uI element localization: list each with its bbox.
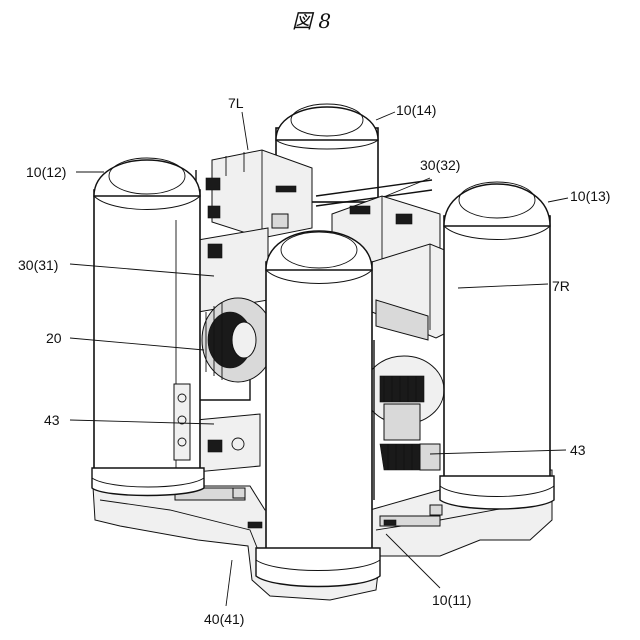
cylinder-10-11: [256, 231, 380, 587]
label-43-right: 43: [570, 442, 586, 458]
label-30-32: 30(32): [420, 157, 460, 173]
label-7R: 7R: [552, 278, 570, 294]
label-40-41: 40(41): [204, 611, 244, 627]
bracket-43-left: [196, 414, 260, 472]
valve-7L: [206, 150, 312, 238]
label-10-13: 10(13): [570, 188, 610, 204]
label-10-14: 10(14): [396, 102, 436, 118]
motor-20: [202, 298, 274, 382]
label-43-left: 43: [44, 412, 60, 428]
figure-title: 図 8: [292, 9, 331, 33]
cylinder-10-13: [440, 182, 554, 509]
label-7L: 7L: [228, 95, 244, 111]
cylinder-10-12: [92, 158, 204, 496]
label-30-31: 30(31): [18, 257, 58, 273]
label-20: 20: [46, 330, 62, 346]
fan-assembly: [364, 356, 444, 470]
label-10-12: 10(12): [26, 164, 66, 180]
label-10-11: 10(11): [432, 592, 471, 608]
